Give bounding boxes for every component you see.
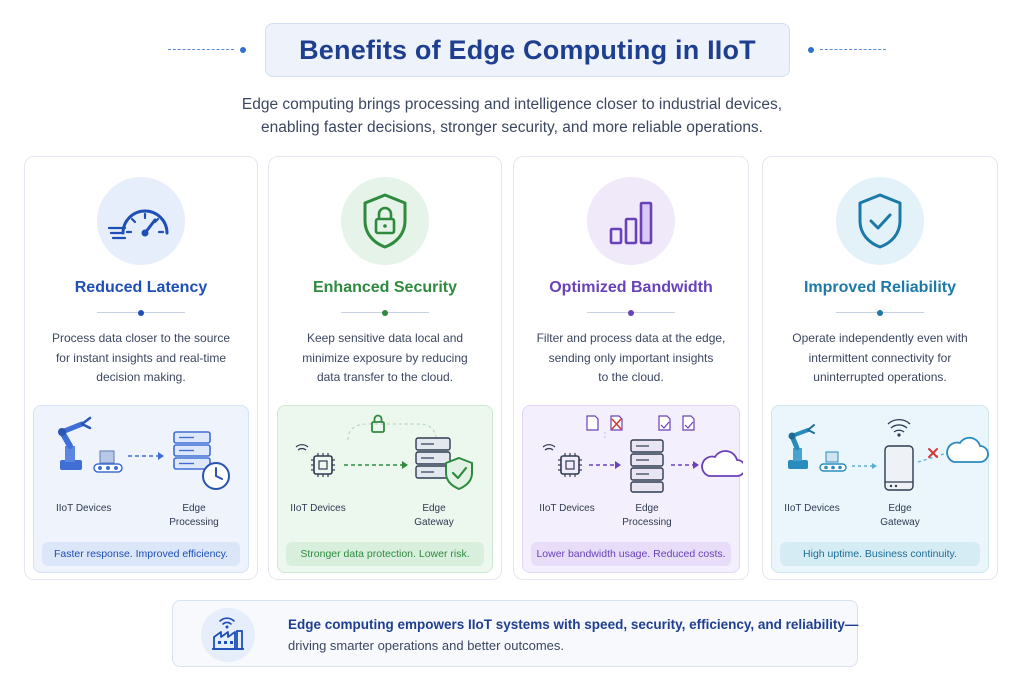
card-title: Reduced Latency [74, 279, 208, 296]
desc-line: minimize exposure by reducing [302, 350, 468, 365]
card-title: Enhanced Security [312, 279, 458, 296]
security-diagram-panel: IIoT Devices Edge Gateway Stronger data … [277, 405, 493, 573]
bandwidth-diagram [542, 415, 743, 493]
speedometer-icon [97, 177, 185, 265]
desc-line: uninterrupted operations. [813, 370, 947, 384]
smart-factory-icon [201, 608, 255, 662]
desc-line: for instant insights and real-time [55, 350, 227, 365]
footer-subline: driving smarter operations and better ou… [288, 638, 565, 653]
summary-footer: Edge computing empowers IIoT systems wit… [172, 600, 858, 667]
subtitle-line: Edge computing brings processing and int… [241, 96, 783, 113]
shield-check-icon [836, 177, 924, 265]
desc-line: Operate independently even with [792, 331, 968, 345]
left-label: IIoT Devices [539, 503, 595, 514]
card-improved-reliability: Improved Reliability Operate independent… [762, 156, 998, 580]
card-title: Optimized Bandwidth [549, 279, 713, 296]
conveyor-icon [93, 450, 123, 473]
card-description: Keep sensitive data local and minimize e… [279, 329, 491, 388]
robot-arm-icon [58, 416, 92, 470]
robot-arm-icon [788, 424, 815, 469]
page-title: Benefits of Edge Computing in IIoT [299, 34, 756, 65]
divider [97, 309, 185, 316]
wifi-icon [887, 418, 911, 437]
shield-check-icon [445, 456, 473, 491]
divider [836, 309, 924, 316]
shield-lock-icon [341, 177, 429, 265]
desc-line: data transfer to the cloud. [316, 370, 454, 384]
server-icon [630, 439, 664, 493]
left-label: IIoT Devices [56, 503, 112, 514]
latency-diagram-panel: IIoT Devices Edge Processing Faster resp… [33, 405, 249, 573]
benefit-badge: Stronger data protection. Lower risk. [286, 542, 484, 566]
desc-line: to the cloud. [598, 370, 664, 384]
gateway-device-icon [884, 445, 914, 491]
left-label: IIoT Devices [290, 503, 346, 514]
desc-line: intermittent connectivity for [808, 350, 952, 365]
title-decoration-right [808, 47, 888, 53]
right-label-1: Edge [182, 503, 206, 514]
title-decoration-left [168, 47, 248, 53]
right-label-1: Edge [635, 503, 659, 514]
card-description: Process data closer to the source for in… [35, 329, 247, 388]
security-diagram [295, 414, 473, 491]
card-enhanced-security: Enhanced Security Keep sensitive data lo… [268, 156, 502, 580]
card-title: Improved Reliability [803, 279, 957, 296]
right-label-2: Gateway [880, 517, 920, 528]
right-label-2: Processing [169, 517, 219, 528]
document-icon [586, 415, 695, 431]
divider [341, 309, 429, 316]
benefit-badge: High uptime. Business continuity. [780, 542, 980, 566]
subtitle-line: enabling faster decisions, stronger secu… [260, 119, 763, 136]
gateway-server-icon [415, 437, 451, 479]
footer-headline: Edge computing empowers IIoT systems wit… [288, 617, 859, 632]
card-description: Filter and process data at the edge, sen… [524, 329, 738, 388]
reliability-diagram-panel: IIoT Devices Edge Gateway High uptime. B… [771, 405, 989, 573]
right-label-2: Gateway [414, 517, 454, 528]
desc-line: Keep sensitive data local and [306, 331, 464, 345]
desc-line: decision making. [96, 370, 186, 384]
desc-line: Process data closer to the source [51, 331, 231, 345]
benefit-badge: Faster response. Improved efficiency. [42, 542, 240, 566]
clock-icon [202, 462, 230, 490]
card-description: Operate independently even with intermit… [773, 329, 987, 388]
desc-line: Filter and process data at the edge, [536, 331, 726, 345]
right-label-1: Edge [422, 503, 446, 514]
right-label-1: Edge [888, 503, 912, 514]
chip-icon [295, 444, 335, 477]
lock-icon [371, 414, 385, 433]
left-label: IIoT Devices [784, 503, 840, 514]
card-reduced-latency: Reduced Latency Process data closer to t… [24, 156, 258, 580]
desc-line: sending only important insights [548, 350, 714, 365]
divider [587, 309, 675, 316]
benefit-badge: Lower bandwidth usage. Reduced costs. [531, 542, 731, 566]
conveyor-icon [819, 451, 847, 472]
cloud-icon [946, 436, 989, 463]
reliability-diagram [788, 418, 989, 491]
title-banner: Benefits of Edge Computing in IIoT [265, 23, 790, 77]
server-icon [173, 431, 211, 470]
right-label-2: Processing [622, 517, 672, 528]
chip-icon [542, 444, 582, 477]
cloud-icon [701, 450, 743, 477]
latency-diagram [58, 416, 230, 490]
bandwidth-diagram-panel: IIoT Devices Edge Processing Lower bandw… [522, 405, 743, 573]
bar-chart-icon [587, 177, 675, 265]
card-optimized-bandwidth: Optimized Bandwidth Filter and process d… [513, 156, 749, 580]
page-subtitle: Edge computing brings processing and int… [0, 93, 1024, 139]
